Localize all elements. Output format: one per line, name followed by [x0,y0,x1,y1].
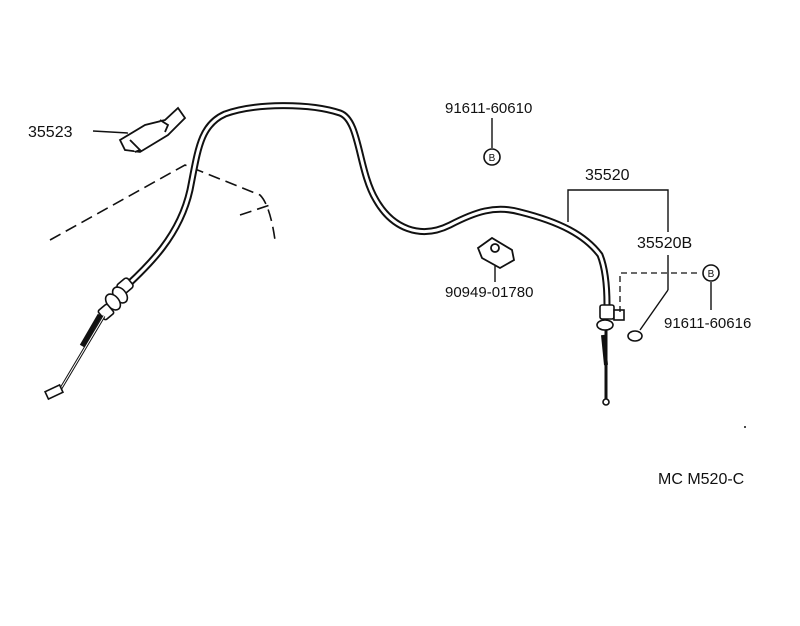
bracket-35523-icon [118,106,187,153]
bolt-marker-2-icon [702,264,720,282]
grommet-icon [627,330,643,342]
part-label-90949-01780: 90949-01780 [445,284,533,301]
leader-35520 [567,189,669,232]
part-label-35523: 35523 [28,124,73,141]
part-label-35520: 35520 [585,167,630,184]
part-label-91611-60616: 91611-60616 [664,315,751,332]
part-label-91611-60610: 91611-60610 [445,100,532,117]
bolt-marker-label: B [489,153,496,164]
cable-end-right [596,304,625,406]
bolt-marker-icon [483,148,501,166]
figure-code: MC M520-C [658,471,744,488]
bolt-marker-2-label: B [708,269,715,280]
part-label-35520B: 35520B [637,235,692,252]
leader-35520B-diagonal [639,289,669,331]
clamp-90949-01780-icon [476,236,516,270]
vehicle-body-outline [49,164,276,241]
cable-end-left [43,277,134,401]
leader-91611-60616-dashed [619,272,700,312]
leader-35523 [92,130,129,134]
parking-brake-cable [116,102,611,309]
stray-dot [744,426,746,428]
